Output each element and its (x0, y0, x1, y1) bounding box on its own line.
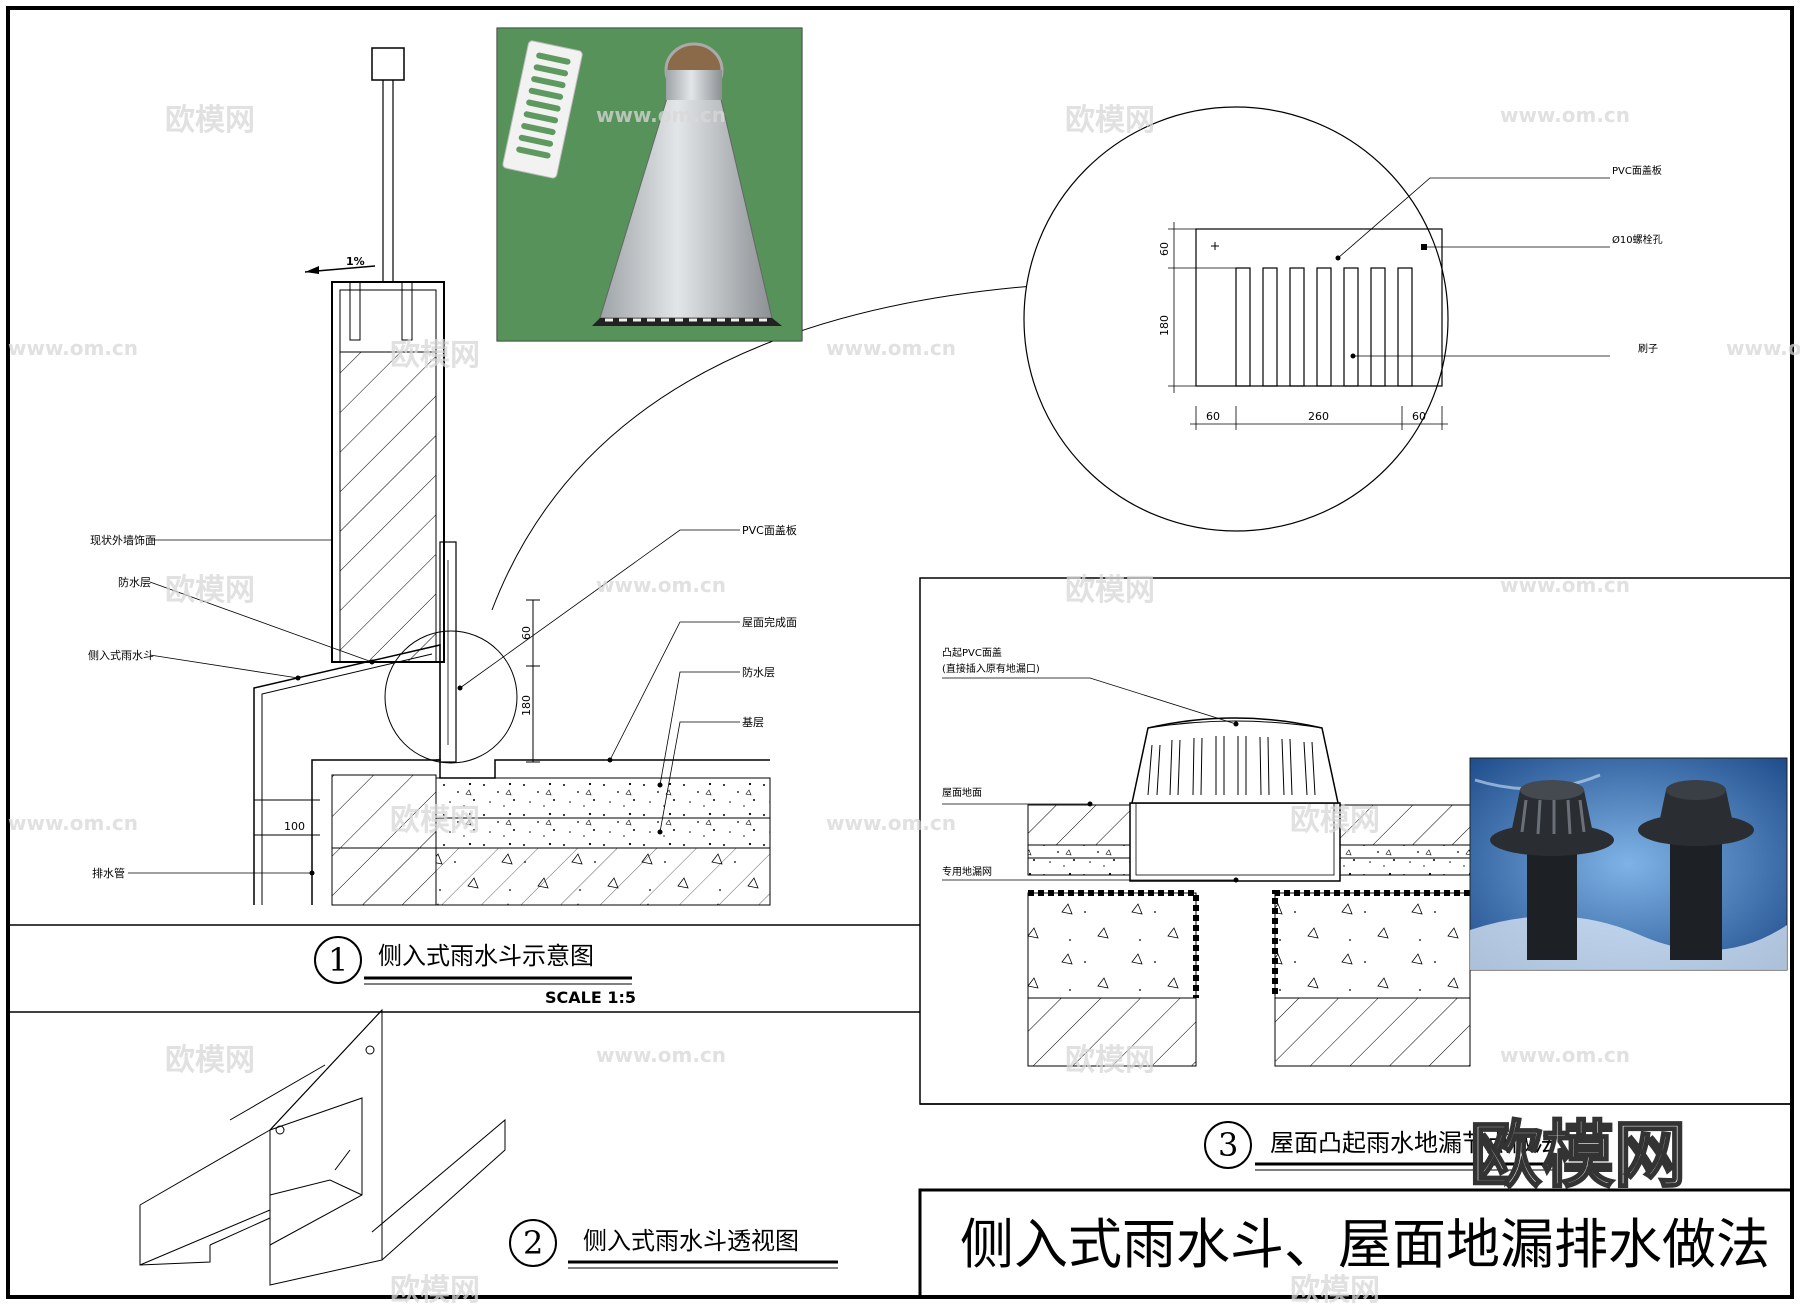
svg-text:欧模网: 欧模网 (1290, 803, 1380, 838)
label-side-drain: 侧入式雨水斗 (88, 649, 154, 662)
label-special-mesh: 专用地漏网 (942, 865, 992, 878)
svg-text:欧模网: 欧模网 (1065, 103, 1155, 138)
svg-text:www.om.cn: www.om.cn (596, 103, 726, 127)
watermarks: 欧模网 www.om.cn 欧模网 www.om.cn www.om.cn 欧模… (8, 103, 1800, 1305)
detail1-section: 1% 100 60 180 (88, 47, 1101, 906)
svg-text:欧模网: 欧模网 (390, 338, 480, 373)
svg-text:欧模网: 欧模网 (1065, 573, 1155, 608)
sheet-title: 侧入式雨水斗、屋面地漏排水做法 (960, 1213, 1770, 1276)
zoom-dim-h180: 180 (1158, 315, 1171, 336)
detail1-caption: 侧入式雨水斗示意图 (378, 942, 594, 970)
label-raised-cover-2: (直接插入原有地漏口) (942, 662, 1040, 675)
svg-text:www.om.cn: www.om.cn (8, 811, 138, 835)
zoom-dim-h60: 60 (1158, 242, 1171, 256)
dim-60: 60 (520, 626, 533, 640)
detail2-caption: 侧入式雨水斗透视图 (583, 1227, 799, 1255)
svg-text:www.om.cn: www.om.cn (8, 336, 138, 360)
floor-drain-photo (1469, 757, 1788, 971)
svg-text:www.om.cn: www.om.cn (826, 336, 956, 360)
panel-slots (1235, 267, 1413, 387)
svg-text:欧模网: 欧模网 (390, 1273, 480, 1305)
zoom-label-grille: 刷子 (1638, 343, 1658, 355)
svg-text:欧模网: 欧模网 (165, 573, 255, 608)
svg-text:www.om.cn: www.om.cn (826, 811, 956, 835)
detail1-number-circle (314, 936, 362, 984)
label-base-layer: 基层 (742, 716, 764, 729)
slope-label: 1% (346, 255, 365, 268)
detail3-section: 凸起PVC面盖 (直接插入原有地漏口) 屋面地面 专用地漏网 (942, 646, 1471, 1067)
dim-100: 100 (284, 820, 305, 833)
detail-circle-small (384, 630, 518, 764)
label-drain-pipe: 排水管 (92, 866, 125, 880)
svg-text:欧模网: 欧模网 (165, 1043, 255, 1078)
detail2-number: 2 (523, 1224, 543, 1262)
detail2-perspective (139, 1008, 506, 1286)
detail1-number: 1 (328, 941, 348, 979)
detail1-scale: SCALE 1:5 (545, 988, 636, 1007)
label-roof-finish: 屋面完成面 (742, 615, 797, 629)
label-wall-finish: 现状外墙饰面 (90, 533, 156, 547)
svg-text:www.om.cn: www.om.cn (1500, 573, 1630, 597)
pole-cap (371, 47, 405, 81)
detail3-caption: 屋面凸起雨水地漏节点做法 (1270, 1129, 1558, 1157)
zoom-dim-w60a: 60 (1206, 410, 1220, 423)
svg-text:www.om.cn: www.om.cn (1726, 336, 1800, 360)
svg-text:www.om.cn: www.om.cn (596, 573, 726, 597)
title-block (918, 1188, 1794, 1299)
label-roof-floor: 屋面地面 (942, 786, 982, 799)
svg-text:欧模网: 欧模网 (1290, 1273, 1380, 1305)
svg-text:www.om.cn: www.om.cn (1500, 103, 1630, 127)
svg-text:欧模网: 欧模网 (1065, 1043, 1155, 1078)
zoom-label-bolt-hole: Ø10螺栓孔 (1612, 233, 1663, 246)
side-drain-photo (496, 27, 803, 342)
zoom-detail: 60 180 60 260 60 PVC面盖板 Ø10螺栓孔 刷子 (1023, 106, 1663, 532)
label-raised-cover-1: 凸起PVC面盖 (942, 646, 1002, 659)
label-waterproof-left: 防水层 (118, 575, 151, 589)
zoom-label-pvc-panel: PVC面盖板 (1612, 164, 1662, 177)
dim-180: 180 (520, 695, 533, 716)
zoom-dim-w260: 260 (1308, 410, 1329, 423)
detail3-number-circle (1204, 1121, 1252, 1169)
label-waterproof-right: 防水层 (742, 665, 775, 679)
detail2-number-circle (509, 1219, 557, 1267)
watermark-logo-big: 欧模网 (1470, 1113, 1686, 1197)
svg-text:欧模网: 欧模网 (165, 103, 255, 138)
detail3-number: 3 (1218, 1126, 1238, 1164)
leader-arc (491, 281, 1101, 611)
svg-text:www.om.cn: www.om.cn (1500, 1043, 1630, 1067)
pvc-cover-strip (439, 541, 457, 763)
zoom-dim-w60b: 60 (1412, 410, 1426, 423)
svg-text:欧模网: 欧模网 (390, 803, 480, 838)
label-pvc-panel: PVC面盖板 (742, 523, 797, 537)
svg-text:www.om.cn: www.om.cn (596, 1043, 726, 1067)
